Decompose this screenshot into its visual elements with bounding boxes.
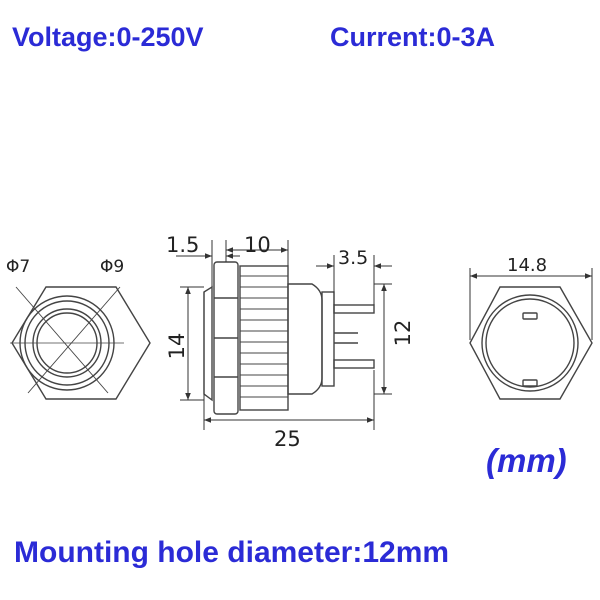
side-terminal-top: [333, 304, 375, 314]
outer-diameter-label: Φ9: [100, 257, 124, 277]
flange-thickness-label: 1.5: [166, 233, 199, 257]
rear-body-circle: [481, 294, 579, 392]
front-view: [10, 286, 151, 400]
total-length-label: 25: [274, 427, 301, 451]
side-threaded-body: [239, 265, 289, 411]
side-dimensions: [176, 240, 392, 430]
rear-view: [469, 286, 593, 400]
side-view: [203, 261, 375, 415]
current-rating: Current:0-3A: [330, 22, 496, 52]
mounting-hole-label: Mounting hole diameter:12mm: [14, 536, 450, 569]
terminal-width-label: 3.5: [338, 247, 368, 269]
inner-diameter-label: Φ7: [6, 257, 30, 277]
side-head: [203, 285, 213, 402]
terminal-height-label: 12: [391, 320, 415, 347]
voltage-rating: Voltage:0-250V: [12, 22, 204, 52]
side-rear-body: [287, 283, 323, 395]
rear-dimensions: [469, 268, 593, 340]
unit-label: (mm): [486, 442, 567, 479]
width-across-flats-label: 14.8: [507, 255, 547, 276]
head-height-label: 14: [165, 333, 189, 360]
side-terminal-bottom: [333, 359, 375, 369]
thread-length-label: 10: [244, 233, 271, 257]
rear-terminal-bottom: [522, 379, 538, 387]
rear-hex-nut: [469, 286, 593, 400]
rear-terminal-top: [522, 312, 538, 320]
